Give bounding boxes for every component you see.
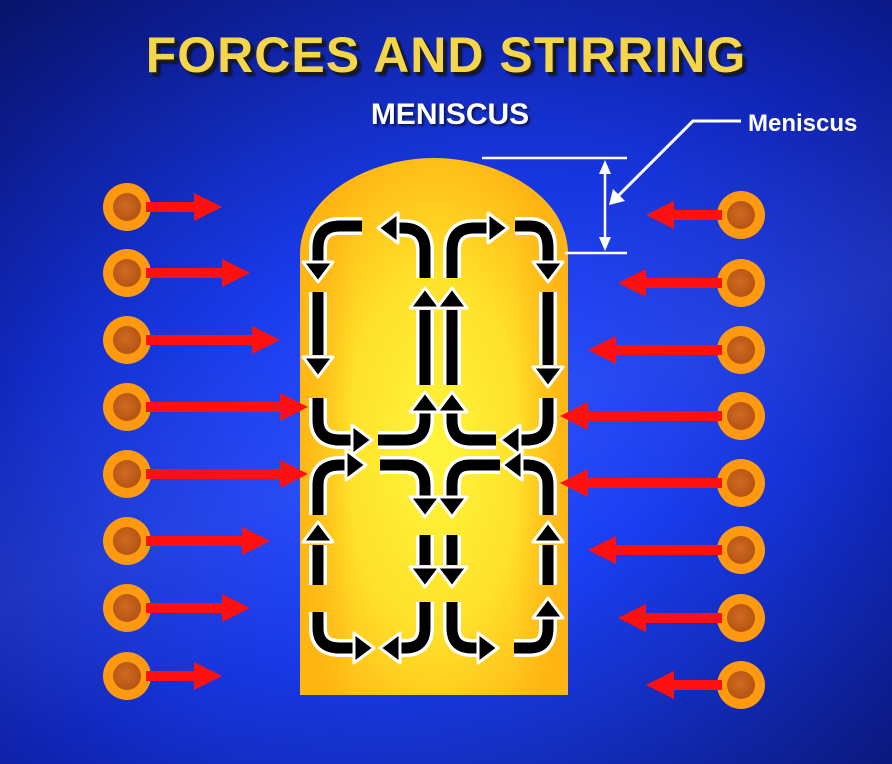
force-arrow-icon [146,460,308,488]
flow-arrowhead-icon [500,448,524,482]
flow-arrow-icon [514,618,554,654]
flow-arrowhead-icon [408,495,442,519]
flow-arrowhead-icon [531,520,565,544]
flow-arrow-icon [520,459,554,515]
meniscus-callout-label: Meniscus [748,110,858,137]
electrode-core [113,527,141,555]
force-arrow-icon [618,269,722,297]
electrode-core [113,193,141,221]
flow-arrowhead-icon [408,565,442,589]
flow-arrowhead-icon [344,448,368,482]
flow-arrow-icon [397,222,431,278]
flow-arrow-icon [312,459,346,515]
flow-arrow-icon [380,459,431,497]
flow-arrowhead-icon [350,423,374,457]
electrode-core [113,393,141,421]
flow-arrowhead-icon [531,596,565,620]
flow-arrowhead-icon [531,365,565,389]
flow-arrowhead-icon [378,631,402,665]
force-arrow-icon [560,402,722,430]
flow-arrow-icon [312,612,356,654]
force-arrow-icon [618,604,722,632]
force-arrow-icon [146,393,308,421]
electrode-core [727,536,755,564]
electrode-core [727,469,755,497]
flow-arrowhead-icon [498,423,522,457]
flow-arrow-icon [312,220,362,262]
flow-arrow-icon [446,222,488,278]
flow-arrow-icon [515,220,554,262]
electrodes [103,183,765,709]
force-arrow-icon [146,527,270,555]
electrode-core [113,594,141,622]
flow-arrow-icon [378,412,431,446]
flow-arrowhead-icon [435,390,469,414]
electrode-core [113,662,141,690]
flow-arrows [301,211,565,665]
flow-arrowhead-icon [301,520,335,544]
slide-title: FORCES AND STIRRING [145,27,747,83]
force-arrow-icon [588,336,722,364]
electrode-core [727,402,755,430]
flow-arrowhead-icon [376,211,400,245]
force-arrow-icon [146,662,222,690]
force-arrow-icon [646,201,722,229]
flow-arrow-icon [446,412,496,446]
force-arrow-icon [146,259,250,287]
flow-arrow-icon [312,398,352,446]
force-arrow-icon [146,326,280,354]
callout-leader [609,119,741,205]
force-arrow-icon [646,671,722,699]
electrode-core [727,201,755,229]
flow-arrowhead-icon [476,631,500,665]
electrode-core [727,671,755,699]
flow-arrowhead-icon [531,260,565,284]
electrode-core [727,604,755,632]
electrode-core [727,269,755,297]
force-arrow-icon [146,193,222,221]
flow-arrow-icon [446,602,478,654]
flow-arrow-icon [520,398,554,446]
flow-arrowhead-icon [408,390,442,414]
meniscus-arrowhead-down-icon [599,237,611,251]
flow-arrowhead-icon [301,260,335,284]
flow-arrowhead-icon [435,565,469,589]
flow-arrowhead-icon [408,286,442,310]
flow-arrowhead-icon [352,631,376,665]
electrode-core [113,259,141,287]
flow-arrowhead-icon [435,495,469,519]
meniscus-dimension [482,156,627,255]
electrode-core [727,336,755,364]
flow-arrowhead-icon [486,211,510,245]
force-arrow-icon [146,594,250,622]
electrode-core [113,460,141,488]
flow-arrowhead-icon [435,286,469,310]
meniscus-heading: MENISCUS [370,98,530,131]
force-arrow-icon [560,469,722,497]
flow-arrowhead-icon [301,355,335,379]
flow-arrow-icon [399,602,431,654]
callout-arrowhead-icon [609,189,625,205]
flow-arrow-icon [446,459,500,497]
force-arrows [146,193,722,699]
melt-zone-shading [300,158,568,695]
force-arrow-icon [588,536,722,564]
meniscus-arrowhead-up-icon [599,160,611,174]
callout-leader-line [616,119,741,198]
electrode-core [113,326,141,354]
melt-zone [300,158,568,695]
